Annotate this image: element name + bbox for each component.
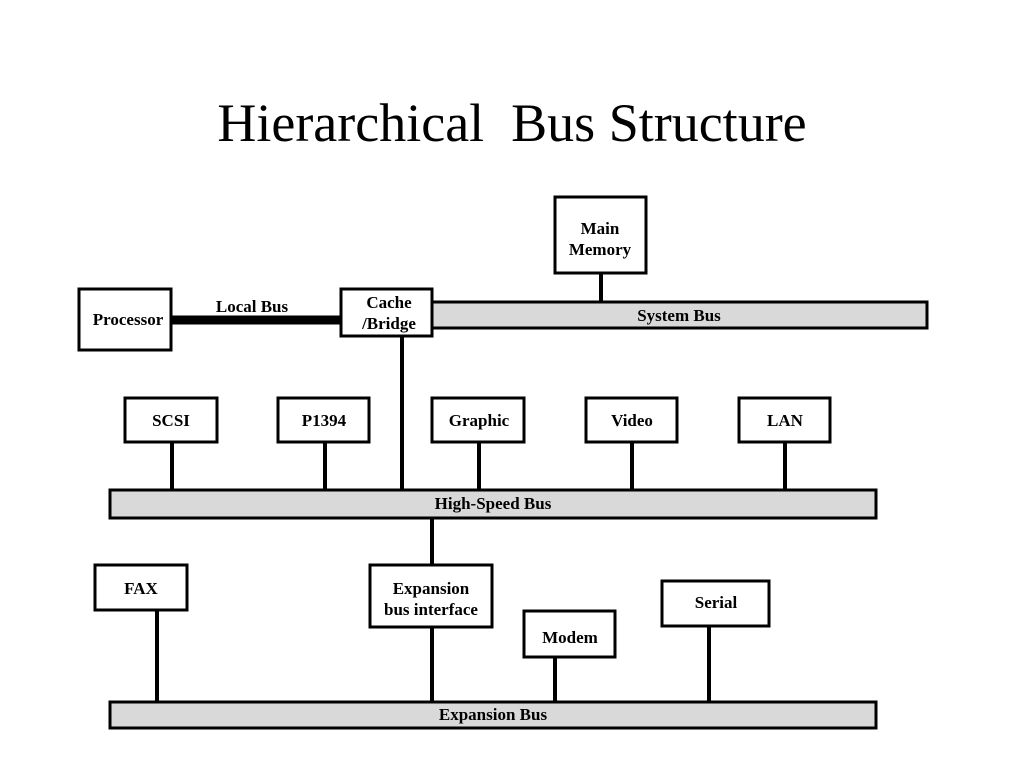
p1394-box: P1394 bbox=[276, 396, 371, 444]
video-rect bbox=[584, 396, 679, 444]
main-memory-label-line2: Memory bbox=[569, 240, 632, 259]
high-speed-bus-label: High-Speed Bus bbox=[435, 494, 552, 513]
processor-label: Processor bbox=[93, 310, 164, 329]
local-bus-label: Local Bus bbox=[216, 297, 289, 316]
cache-bridge-label-line2: /Bridge bbox=[361, 314, 416, 333]
expansion-bus-label: Expansion Bus bbox=[439, 705, 548, 724]
scsi-label: SCSI bbox=[152, 411, 190, 430]
modem-box: Modem bbox=[522, 609, 617, 659]
processor-rect bbox=[77, 287, 173, 352]
scsi-rect bbox=[123, 396, 219, 444]
expansion-bus-interface-label-line1: Expansion bbox=[393, 579, 470, 598]
cache-bridge-box: Cache /Bridge bbox=[339, 287, 434, 338]
fax-rect bbox=[93, 563, 189, 612]
main-memory-box: Main Memory bbox=[553, 195, 648, 275]
fax-box: FAX bbox=[93, 563, 189, 612]
serial-box: Serial bbox=[660, 579, 771, 628]
lan-label: LAN bbox=[767, 411, 804, 430]
system-bus-label: System Bus bbox=[637, 306, 721, 325]
modem-label: Modem bbox=[542, 628, 598, 647]
main-memory-label-line1: Main bbox=[581, 219, 620, 238]
expansion-bus-interface-rect bbox=[368, 563, 494, 629]
scsi-box: SCSI bbox=[123, 396, 219, 444]
p1394-rect bbox=[276, 396, 371, 444]
p1394-label: P1394 bbox=[302, 411, 347, 430]
high-speed-bus-bar bbox=[108, 488, 878, 520]
fax-label: FAX bbox=[124, 579, 158, 598]
processor-box: Processor bbox=[77, 287, 173, 352]
expansion-bus-interface-box: Expansion bus interface bbox=[368, 563, 494, 629]
expansion-bus-interface-label-line2: bus interface bbox=[384, 600, 478, 619]
serial-label: Serial bbox=[695, 593, 738, 612]
lan-box: LAN bbox=[737, 396, 832, 444]
lan-rect bbox=[737, 396, 832, 444]
serial-rect bbox=[660, 579, 771, 628]
video-label: Video bbox=[611, 411, 653, 430]
video-box: Video bbox=[584, 396, 679, 444]
slide-title: Hierarchical Bus Structure bbox=[217, 93, 807, 153]
graphic-box: Graphic bbox=[430, 396, 526, 444]
cache-bridge-rect bbox=[339, 287, 434, 338]
main-memory-rect bbox=[553, 195, 648, 275]
modem-rect bbox=[522, 609, 617, 659]
system-bus: System Bus bbox=[429, 300, 929, 330]
cache-bridge-label-line1: Cache bbox=[366, 293, 412, 312]
graphic-label: Graphic bbox=[449, 411, 510, 430]
expansion-bus-bar bbox=[108, 700, 878, 730]
expansion-bus: Expansion Bus bbox=[108, 700, 878, 730]
graphic-rect bbox=[430, 396, 526, 444]
high-speed-bus: High-Speed Bus bbox=[108, 488, 878, 520]
